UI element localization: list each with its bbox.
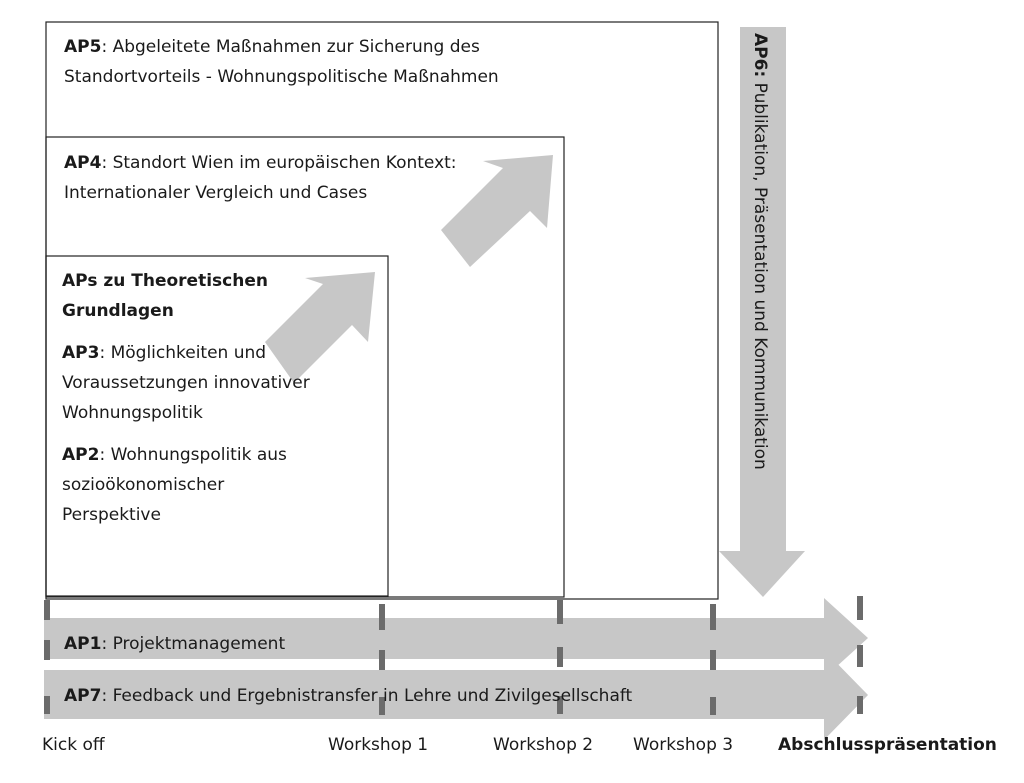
tick-workshop1: [379, 604, 385, 715]
ap5-line1: : Abgeleitete Maßnahmen zur Sicherung de…: [101, 37, 480, 57]
ap6-label: AP6:: [750, 33, 770, 78]
ap3-line3: Wohnungspolitik: [62, 403, 203, 423]
tick-final: [857, 596, 863, 714]
ap4-line1: : Standort Wien im europäischen Kontext:: [101, 153, 457, 173]
ap3-line2: Voraussetzungen innovativer: [62, 373, 310, 393]
ap2-line3: Perspektive: [62, 505, 161, 525]
ap5-text: AP5: Abgeleitete Maßnahmen zur Sicherung…: [64, 32, 499, 92]
ap7-label: AP7: [64, 686, 102, 706]
milestone-workshop1: Workshop 1: [328, 735, 429, 755]
ap5-line2: Standortvorteils - Wohnungspolitische Ma…: [64, 67, 499, 87]
tick-kickoff: [44, 600, 50, 714]
theory-heading-line1: APs zu Theoretischen: [62, 271, 268, 291]
diagonal-arrow-to-ap5: [441, 155, 553, 267]
tick-workshop2: [557, 600, 563, 714]
tick-workshop3: [710, 604, 716, 715]
ap2-line2: sozioökonomischer: [62, 475, 225, 495]
ap3-label: AP3: [62, 343, 100, 363]
ap3-line1: : Möglichkeiten und: [99, 343, 267, 363]
ap4-line2: Internationaler Vergleich und Cases: [64, 183, 368, 203]
milestone-final: Abschlusspräsentation: [778, 735, 997, 755]
ap6-down-arrow: [719, 27, 805, 597]
milestone-workshop2: Workshop 2: [493, 735, 594, 755]
ap7-description: : Feedback und Ergebnistransfer in Lehre…: [101, 686, 633, 706]
ap4-text: AP4: Standort Wien im europäischen Konte…: [64, 148, 457, 208]
ap1-label: AP1: [64, 634, 102, 654]
milestone-workshop3: Workshop 3: [633, 735, 734, 755]
ap7-lane-text: AP7: Feedback und Ergebnistransfer in Le…: [64, 685, 632, 707]
milestone-kickoff: Kick off: [42, 735, 105, 755]
ap5-label: AP5: [64, 37, 102, 57]
diagonal-arrow-to-ap4: [265, 272, 375, 383]
ap2-line1: : Wohnungspolitik aus: [99, 445, 287, 465]
ap1-description: : Projektmanagement: [101, 634, 286, 654]
ap2-label: AP2: [62, 445, 100, 465]
ap4-label: AP4: [64, 153, 102, 173]
theory-text: APs zu Theoretischen Grundlagen AP3: Mög…: [62, 266, 310, 530]
box-theory: [45, 255, 389, 597]
ap1-lane-text: AP1: Projektmanagement: [64, 633, 285, 655]
ap1-lane-arrow: [44, 598, 868, 678]
ap6-description: Publikation, Präsentation und Kommunikat…: [750, 77, 770, 470]
theory-heading-line2: Grundlagen: [62, 301, 174, 321]
ap6-text: AP6: Publikation, Präsentation und Kommu…: [750, 33, 770, 553]
ap7-lane-arrow: [44, 650, 868, 740]
